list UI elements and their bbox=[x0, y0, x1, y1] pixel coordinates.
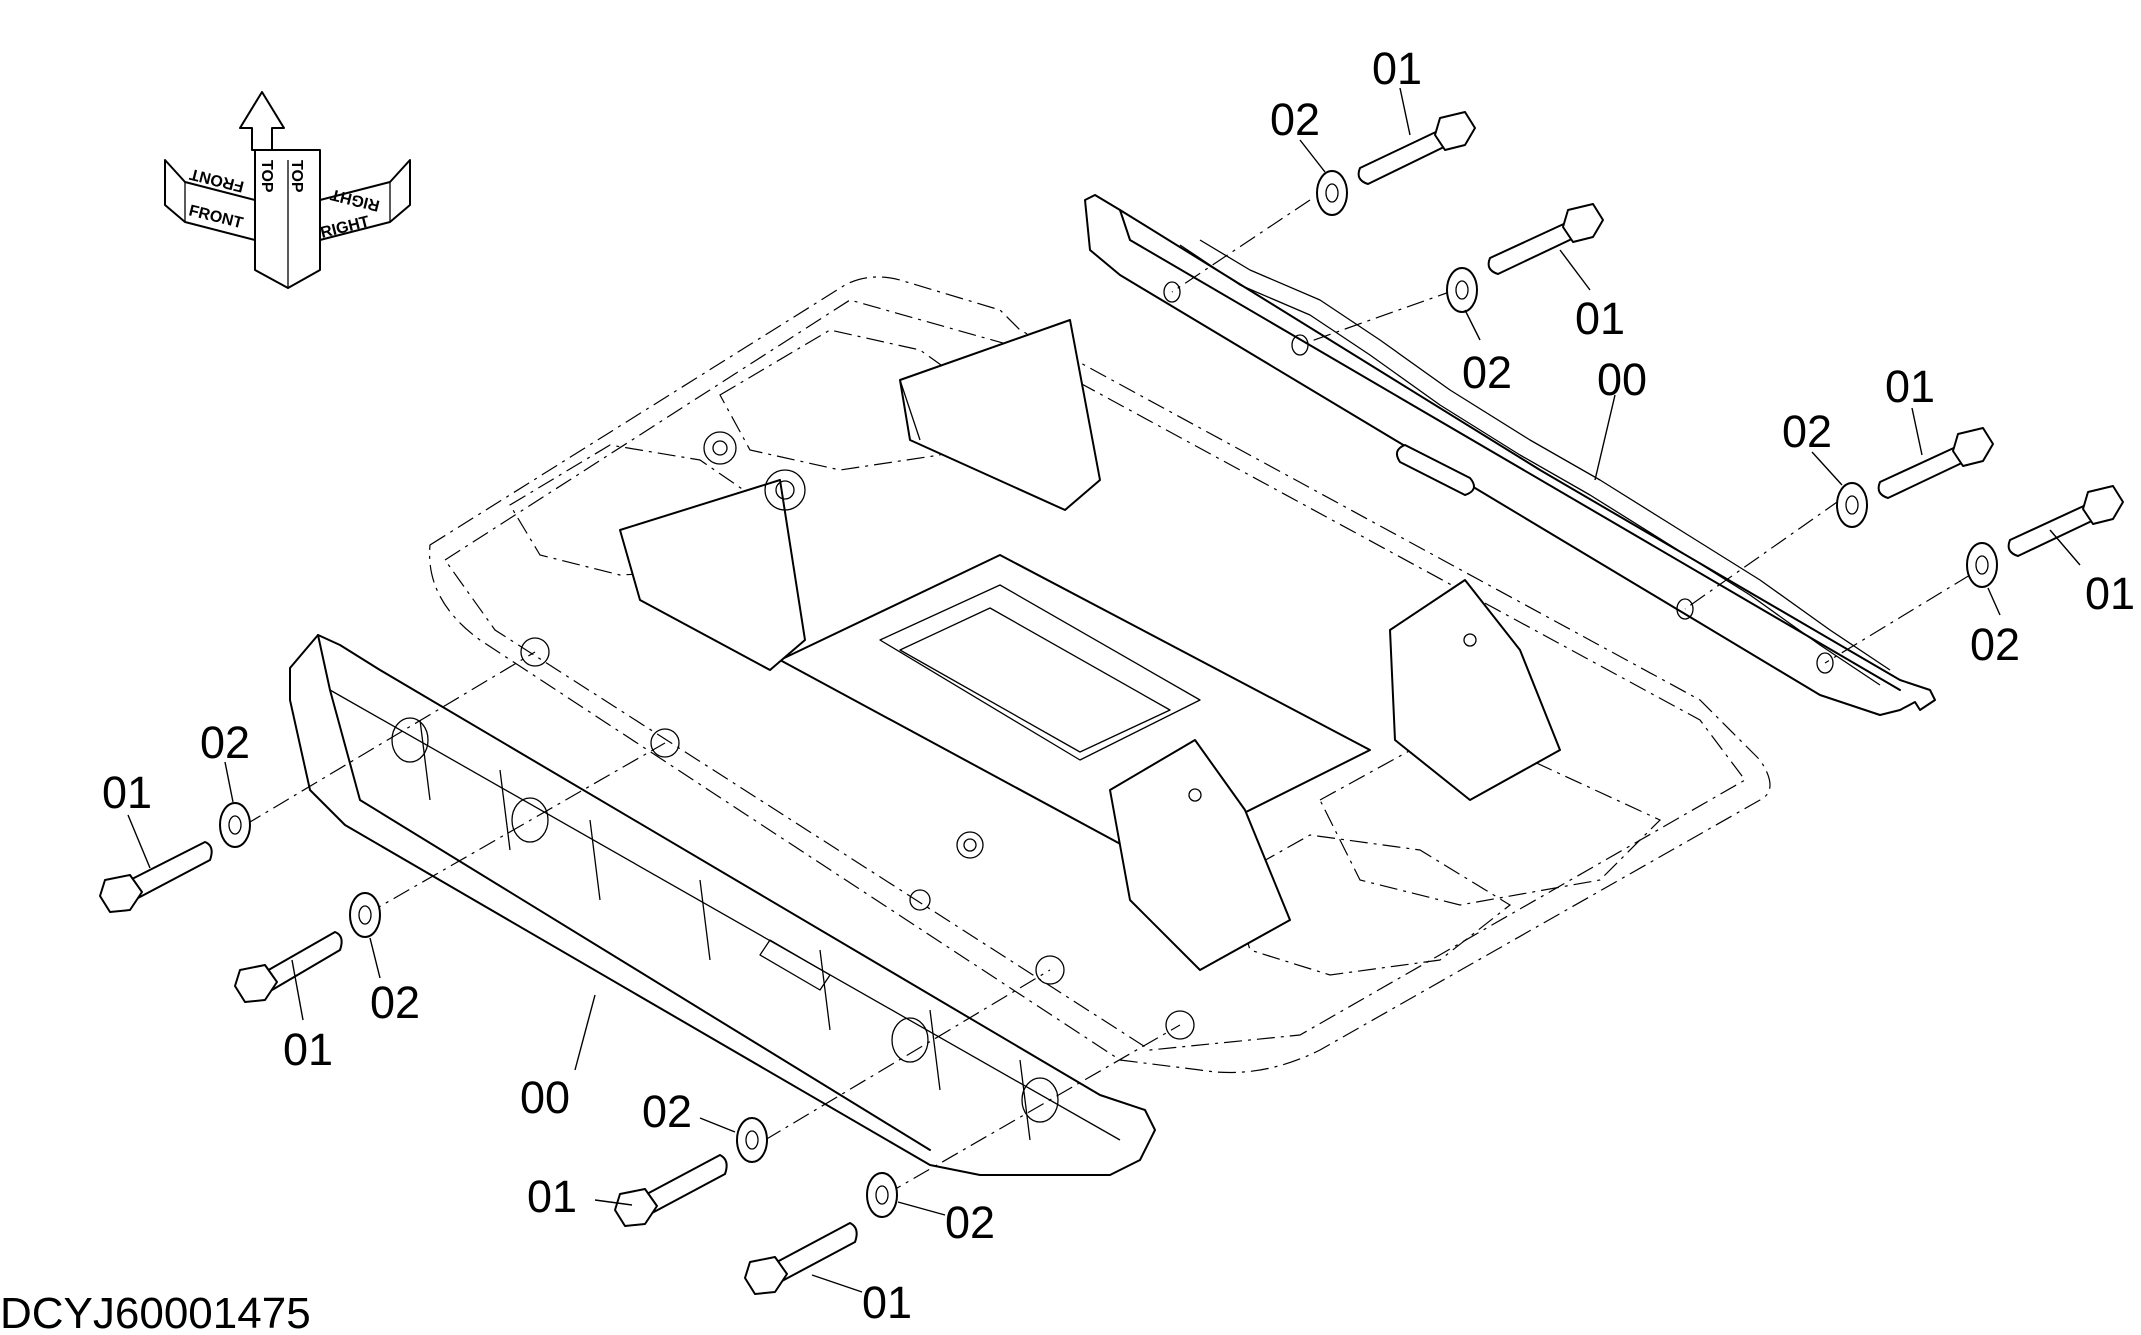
bolt-d bbox=[2007, 485, 2124, 557]
washer-h bbox=[866, 1172, 898, 1218]
washers bbox=[219, 170, 1998, 1218]
callout-label: 00 bbox=[520, 1072, 570, 1123]
callout-label: 01 bbox=[1885, 361, 1935, 412]
track-frame-lower bbox=[289, 634, 1156, 1176]
orientation-top-label-alt: TOP bbox=[288, 160, 305, 193]
track-frame-upper bbox=[1084, 194, 1936, 716]
bolt-h bbox=[744, 1222, 858, 1295]
callout-label: 01 bbox=[283, 1024, 333, 1075]
callout-label: 02 bbox=[1270, 94, 1320, 145]
bolt-g bbox=[614, 1154, 728, 1227]
washer-f bbox=[349, 892, 381, 938]
bolts bbox=[99, 111, 2124, 1295]
callout-label: 01 bbox=[2085, 568, 2135, 619]
callout-label: 01 bbox=[862, 1277, 912, 1328]
bolt-a bbox=[1357, 111, 1476, 185]
drawing-code: DCYJ60001475 bbox=[0, 1289, 311, 1335]
centerlines bbox=[244, 199, 1971, 1196]
callout-label: 02 bbox=[1462, 347, 1512, 398]
washer-c bbox=[1836, 482, 1868, 528]
frame-pan bbox=[428, 276, 1771, 1074]
callout-label: 01 bbox=[1575, 293, 1625, 344]
callout-label: 01 bbox=[1372, 43, 1422, 94]
callout-labels: 01 02 01 02 00 01 02 01 02 02 01 02 01 0… bbox=[102, 43, 2135, 1328]
orientation-symbol: FRONT FRONT TOP TOP RIGHT RIGHT bbox=[164, 91, 411, 289]
washer-d bbox=[1966, 542, 1998, 588]
callout-label: 02 bbox=[370, 977, 420, 1028]
callout-label: 02 bbox=[200, 717, 250, 768]
orientation-top-label: TOP bbox=[258, 160, 275, 193]
washer-a bbox=[1316, 170, 1348, 216]
callout-label: 02 bbox=[1970, 619, 2020, 670]
bolt-f bbox=[234, 931, 343, 1003]
callout-label: 02 bbox=[945, 1197, 995, 1248]
washer-g bbox=[736, 1117, 768, 1163]
leader-lines bbox=[127, 87, 2081, 1293]
washer-e bbox=[219, 802, 251, 848]
washer-b bbox=[1446, 267, 1478, 313]
callout-label: 01 bbox=[527, 1171, 577, 1222]
callout-label: 00 bbox=[1597, 354, 1647, 405]
bolt-b bbox=[1487, 203, 1604, 275]
bolt-e bbox=[99, 841, 213, 913]
callout-label: 02 bbox=[1782, 406, 1832, 457]
bolt-c bbox=[1877, 427, 1994, 499]
callout-label: 02 bbox=[642, 1086, 692, 1137]
callout-label: 01 bbox=[102, 767, 152, 818]
